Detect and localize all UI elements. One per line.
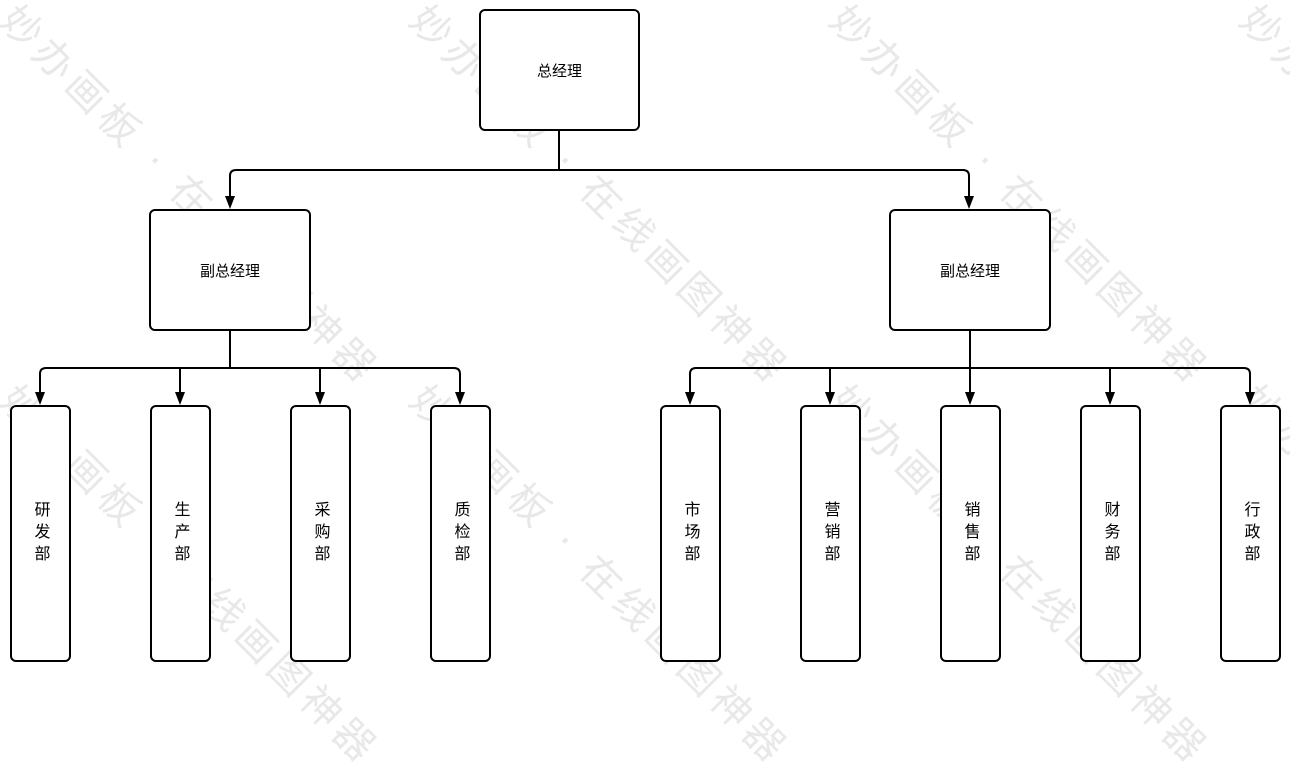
arrow-head-icon [964,196,974,209]
arrow-head-icon [1245,392,1255,405]
node-ceo[interactable]: 总经理 [479,9,640,131]
node-dept-marketing[interactable]: 营销部 [800,405,861,662]
node-dept-purchasing[interactable]: 采购部 [290,405,351,662]
node-dept-finance[interactable]: 财务部 [1080,405,1141,662]
node-dept-market[interactable]: 市场部 [660,405,721,662]
node-dept-admin[interactable]: 行政部 [1220,405,1281,662]
connector-ceo-bus [229,169,970,200]
node-label: 研发部 [31,500,51,567]
node-label: 财务部 [1101,500,1121,567]
node-dept-rd[interactable]: 研发部 [10,405,71,662]
node-label: 销售部 [961,500,981,567]
arrow-head-icon [175,392,185,405]
arrow-head-icon [965,392,975,405]
arrow-head-icon [225,196,235,209]
arrow-head-icon [685,392,695,405]
node-label: 质检部 [451,500,471,567]
node-dept-qa[interactable]: 质检部 [430,405,491,662]
node-label: 总经理 [536,61,582,80]
arrow-head-icon [315,392,325,405]
node-vp-left[interactable]: 副总经理 [149,209,311,331]
node-label: 生产部 [171,500,191,567]
arrow-head-icon [825,392,835,405]
node-label: 副总经理 [199,261,260,280]
arrowheads [35,196,1255,405]
connectors [35,130,1255,405]
node-dept-sales[interactable]: 销售部 [940,405,1001,662]
node-label: 营销部 [821,500,841,567]
arrow-head-icon [455,392,465,405]
node-label: 副总经理 [939,261,1000,280]
node-label: 市场部 [681,500,701,567]
arrow-head-icon [1105,392,1115,405]
node-label: 采购部 [311,500,331,567]
node-label: 行政部 [1241,500,1261,567]
node-vp-right[interactable]: 副总经理 [889,209,1051,331]
node-dept-production[interactable]: 生产部 [150,405,211,662]
connector-vp-left-bus [39,367,461,395]
arrow-head-icon [35,392,45,405]
